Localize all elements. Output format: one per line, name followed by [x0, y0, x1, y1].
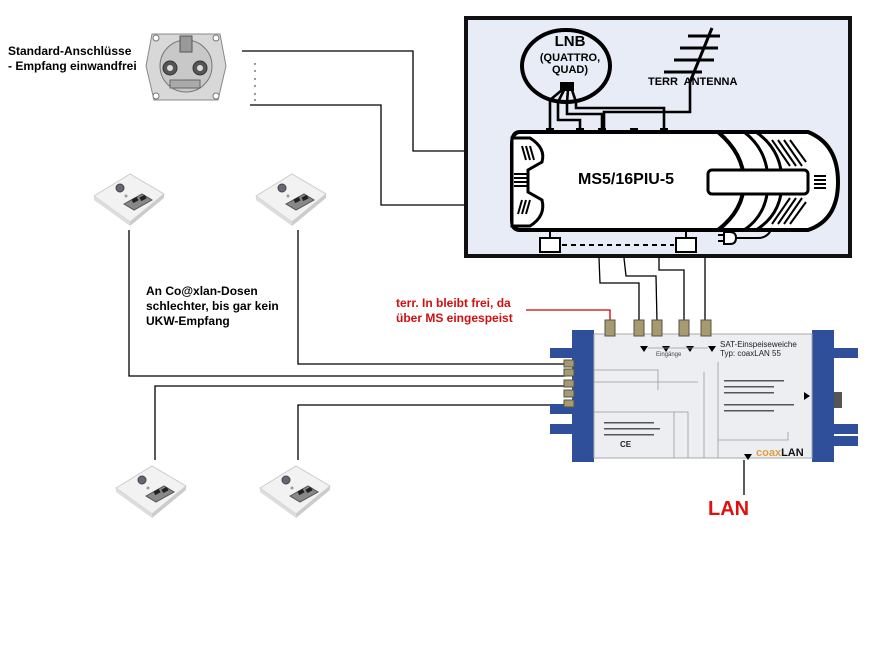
wire-standard-lower	[250, 104, 517, 206]
wire-socket-bottom-left	[154, 385, 566, 460]
wire-socket-bottom-right	[297, 404, 566, 460]
coaxlan-wall-socket-top-left	[93, 173, 165, 226]
terr-input-note: terr. In bleibt frei, da über MS eingesp…	[396, 296, 513, 326]
coaxlan-sockets-note: An Co@xlan-Dosen schlechter, bis gar kei…	[146, 284, 279, 329]
terr-antenna-label: TERR ANTENNA	[648, 76, 738, 88]
standard-note-line1: Standard-Anschlüsse	[8, 44, 132, 58]
wire-socket-top-left	[128, 230, 566, 377]
multiswitch-model-label: MS5/16PIU-5	[578, 171, 675, 188]
output-socket-icon	[675, 237, 697, 253]
input-connector-3	[678, 319, 690, 337]
lnb-label-line2: (QUATTRO,	[539, 52, 601, 64]
wire-terr-note	[526, 309, 611, 322]
coaxlan-note-line2: schlechter, bis gar kein	[146, 299, 279, 313]
coaxlan-title-line1: SAT-Einspeiseweiche	[720, 340, 797, 349]
brand-prefix: coax	[756, 447, 782, 459]
coaxlan-wall-socket-bottom-right	[259, 465, 331, 518]
coaxlan-wall-socket-top-right	[255, 173, 327, 226]
lnb-label: LNB	[550, 34, 590, 50]
coaxlan-brand-logo: coaxLAN	[756, 447, 804, 459]
power-plug-icon	[718, 227, 773, 245]
input-connector-4	[700, 319, 712, 337]
standard-sockets-note: Standard-Anschlüsse - Empfang einwandfre…	[8, 44, 137, 74]
wire-ms-out-3	[658, 258, 685, 322]
standard-note-line2: - Empfang einwandfrei	[8, 59, 137, 73]
multiswitch-illustration	[510, 27, 841, 253]
coaxlan-note-line3: UKW-Empfang	[146, 314, 230, 328]
coaxlan-wall-socket-bottom-left	[115, 465, 187, 518]
coaxlan-device-illustration	[550, 319, 858, 462]
output-socket-icon	[539, 237, 561, 253]
input-connector-1	[633, 319, 645, 337]
input-connector-terr	[604, 319, 616, 337]
lnb-label-line3: QUAD)	[551, 64, 589, 76]
lnb-type-label: (QUATTRO, QUAD)	[530, 52, 610, 76]
coaxlan-note-line1: An Co@xlan-Dosen	[146, 284, 258, 298]
wire-ms-out-2	[623, 257, 658, 323]
coaxlan-title-line2: Typ: coaxLAN 55	[720, 349, 781, 358]
terr-antenna-icon	[664, 27, 720, 83]
ce-mark: CE	[620, 440, 632, 449]
coaxlan-inputs-label: Eingänge	[656, 352, 682, 358]
coaxlan-device: SAT-Einspeiseweiche Typ: coaxLAN 55 Eing…	[548, 312, 858, 464]
brand-suffix: LAN	[781, 447, 804, 459]
multiswitch-diagram-panel: LNB (QUATTRO, QUAD) TERR ANTENNA MS5/16P…	[464, 16, 852, 258]
terr-note-line2: über MS eingespeist	[396, 311, 513, 325]
input-connector-2	[651, 319, 663, 337]
wire-socket-top-right	[297, 230, 566, 365]
coaxlan-title: SAT-Einspeiseweiche Typ: coaxLAN 55	[720, 340, 797, 358]
terr-note-line1: terr. In bleibt frei, da	[396, 296, 511, 310]
lnb-label-line1: LNB	[554, 33, 586, 50]
lan-label: LAN	[708, 498, 750, 520]
standard-antenna-socket	[145, 33, 227, 101]
lnb-head-icon	[560, 82, 574, 91]
wire-ms-out-1	[598, 257, 640, 322]
